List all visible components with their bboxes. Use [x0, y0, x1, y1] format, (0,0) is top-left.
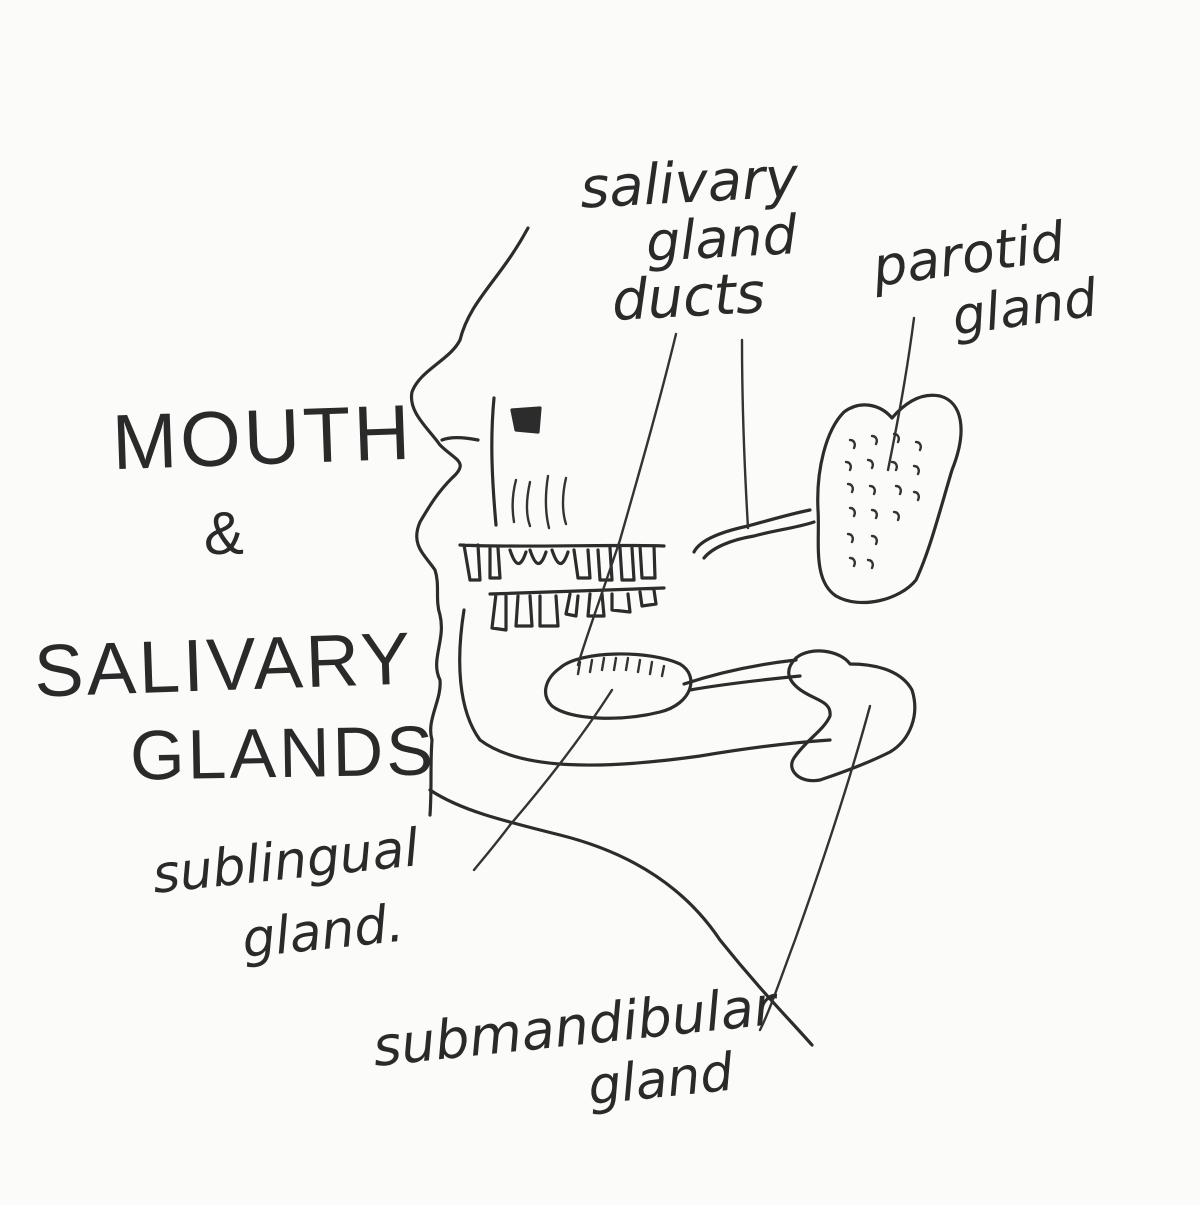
upper-teeth	[460, 545, 664, 580]
title-mouth: MOUTH	[111, 393, 414, 481]
tick-marks	[513, 476, 566, 528]
label-ducts-line3: ducts	[611, 266, 767, 330]
title-salivary: SALIVARY	[33, 621, 414, 708]
label-ducts-line2: gland	[645, 208, 798, 270]
submandibular-gland	[789, 651, 915, 781]
sublingual-ducts-marks	[578, 658, 664, 676]
title-glands: GLANDS	[129, 715, 436, 790]
jaw-line	[460, 610, 830, 765]
upper-lip-line	[492, 398, 496, 525]
leader-ducts-2	[742, 340, 748, 528]
label-sublingual-line2: gland.	[240, 898, 406, 967]
label-submandibular-line2: gland	[586, 1047, 736, 1114]
parotid-texture	[846, 434, 921, 568]
leader-submandibular	[760, 706, 870, 1030]
sublingual-gland	[546, 654, 691, 718]
submandibular-duct	[684, 660, 800, 690]
lower-teeth	[490, 588, 664, 630]
title-ampersand: &	[204, 504, 247, 564]
parotid-duct	[694, 510, 814, 558]
parotid-gland	[818, 395, 961, 602]
nasal-mark	[512, 408, 540, 432]
nostril-mark	[442, 438, 478, 440]
leader-parotid	[888, 318, 914, 470]
